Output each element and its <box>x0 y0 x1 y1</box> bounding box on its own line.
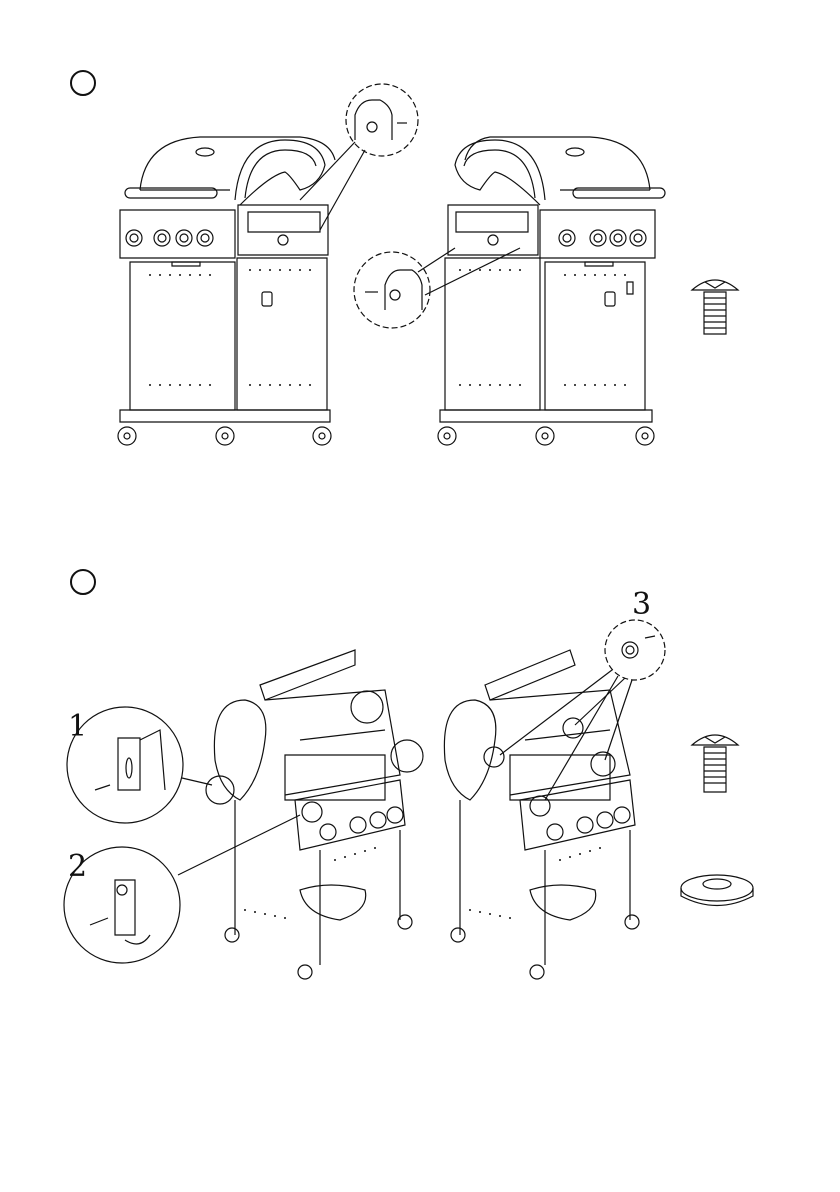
detail-callout-3 <box>500 620 665 800</box>
callout-number-2: 2 <box>68 852 87 882</box>
detail-callout-2 <box>64 815 300 963</box>
grill-icon <box>438 137 665 445</box>
grill-icon <box>214 650 412 979</box>
screw-icon <box>692 280 738 334</box>
mini-callout <box>351 691 383 723</box>
screw-icon <box>692 735 738 792</box>
detail-callout-middle <box>354 248 520 328</box>
mini-callout <box>391 740 423 772</box>
mini-callout <box>206 776 234 804</box>
grill-icon <box>118 137 335 445</box>
detail-callout-top <box>300 84 418 230</box>
callout-number-3: 3 <box>632 590 651 620</box>
callout-number-1: 1 <box>68 712 87 742</box>
detail-callout-1 <box>67 707 212 823</box>
mini-callout <box>302 802 322 822</box>
mini-callout <box>530 796 550 816</box>
washer-icon <box>681 875 753 906</box>
grill-icon <box>444 650 639 979</box>
